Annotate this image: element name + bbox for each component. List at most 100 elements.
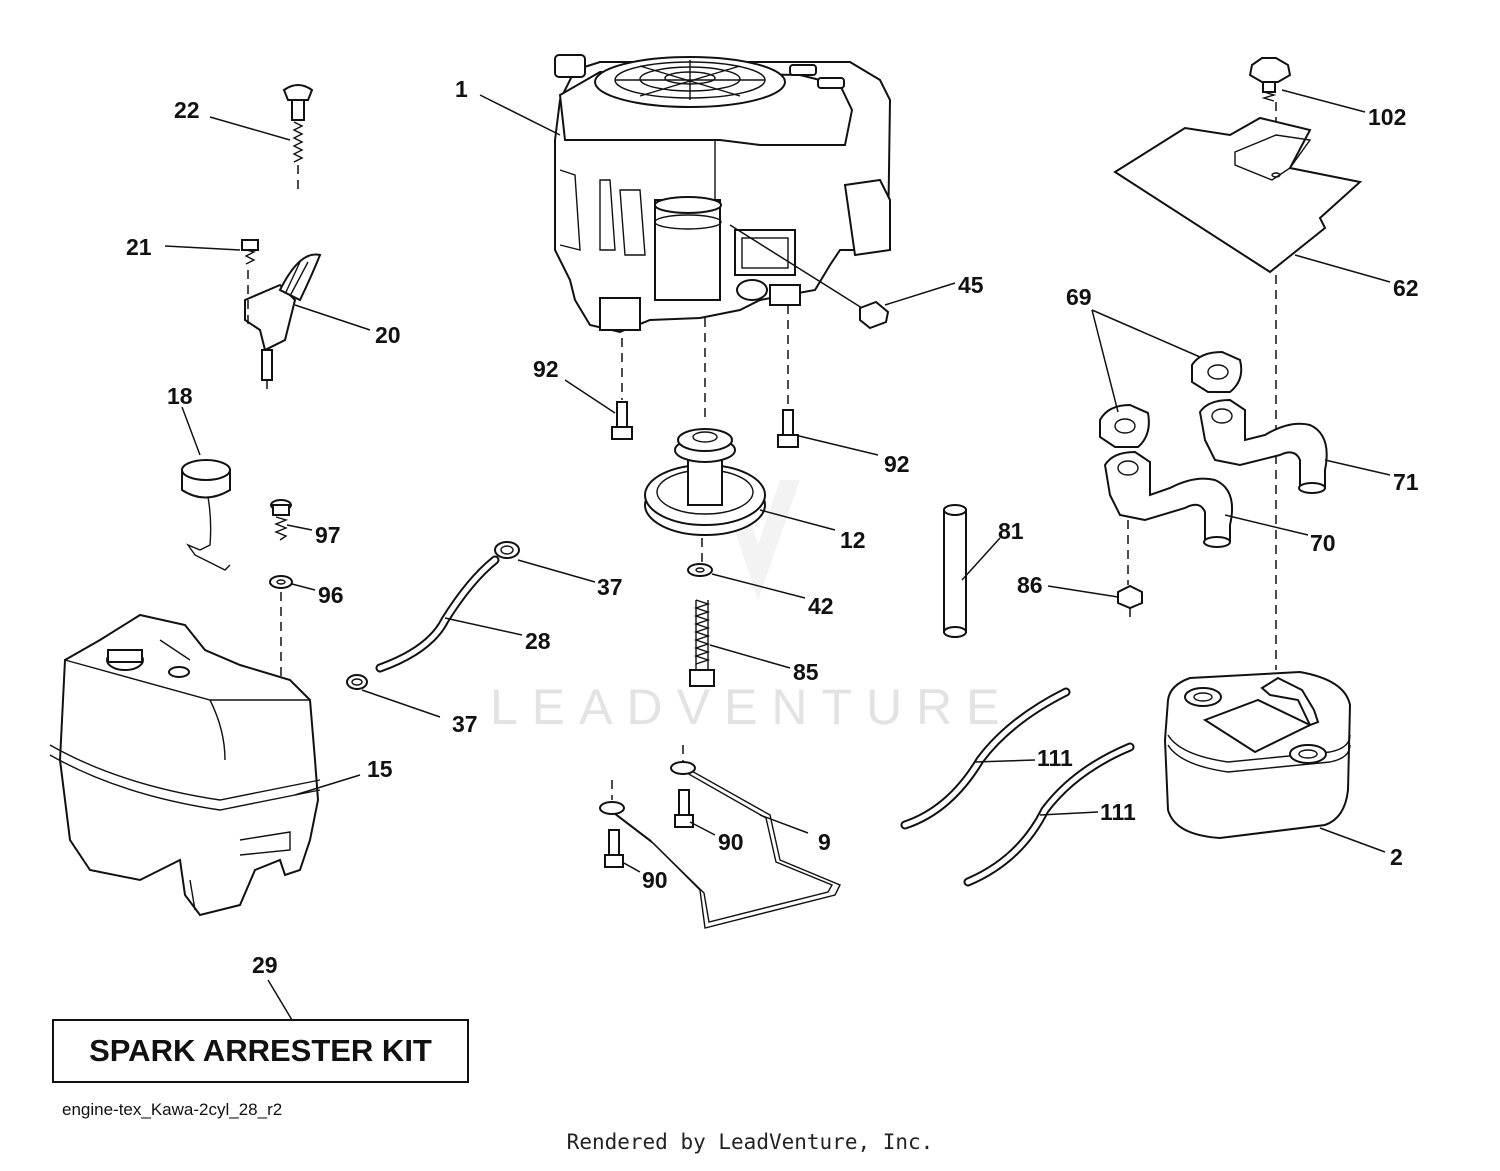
leader-37-top — [517, 559, 596, 583]
exhaust-pipe-70[interactable] — [1103, 450, 1234, 548]
callout-92-right[interactable]: 92 — [884, 451, 910, 477]
muffler-2[interactable] — [1163, 670, 1352, 840]
hose-111-lower[interactable] — [963, 742, 1135, 887]
leader-45 — [884, 282, 956, 306]
render-credit: Rendered by LeadVenture, Inc. — [566, 1130, 934, 1154]
bolt-90-right[interactable] — [674, 789, 694, 828]
nut-86[interactable] — [1117, 584, 1143, 620]
leader-37-bottom — [361, 689, 441, 718]
callout-71[interactable]: 71 — [1393, 469, 1419, 495]
diagram-id-label: engine-tex_Kawa-2cyl_28_r2 — [62, 1100, 283, 1119]
choke-knob-22[interactable] — [282, 84, 314, 190]
leader-28 — [444, 617, 523, 636]
callout-96[interactable]: 96 — [318, 582, 344, 608]
callout-29[interactable]: 29 — [252, 952, 278, 978]
callout-37-bottom[interactable]: 37 — [452, 711, 478, 737]
leader-21 — [164, 245, 241, 251]
tube-81[interactable] — [943, 504, 967, 638]
leader-85 — [709, 644, 791, 669]
leader-15 — [294, 774, 361, 796]
bolt-92-left[interactable] — [611, 401, 633, 440]
watermark-text: LEADVENTURE — [490, 679, 1014, 735]
hose-clamp-37-top[interactable] — [494, 541, 520, 559]
callout-90-left[interactable]: 90 — [642, 867, 668, 893]
callout-62[interactable]: 62 — [1393, 275, 1419, 301]
washer-42[interactable] — [687, 563, 713, 577]
leader-2 — [1319, 827, 1386, 853]
nut-45[interactable] — [859, 300, 890, 330]
fuel-cap-18[interactable] — [181, 459, 231, 571]
throttle-control-20[interactable] — [244, 253, 322, 395]
leader-111-lower — [1039, 811, 1099, 816]
callout-45[interactable]: 45 — [958, 272, 984, 298]
callout-97[interactable]: 97 — [315, 522, 341, 548]
callout-86[interactable]: 86 — [1017, 572, 1043, 598]
screw-97[interactable] — [270, 499, 292, 541]
knob-102[interactable] — [1248, 57, 1292, 102]
leader-71 — [1324, 459, 1391, 476]
callout-92-left[interactable]: 92 — [533, 356, 559, 382]
callout-22[interactable]: 22 — [174, 97, 200, 123]
leader-111-upper — [974, 759, 1036, 763]
callout-69[interactable]: 69 — [1066, 284, 1092, 310]
fuel-tank-15[interactable] — [49, 613, 321, 917]
callout-37-top[interactable]: 37 — [597, 574, 623, 600]
callout-2[interactable]: 2 — [1390, 844, 1403, 870]
bolt-21[interactable] — [241, 239, 259, 265]
leader-20 — [294, 304, 371, 331]
pulley-12[interactable] — [644, 428, 766, 536]
callout-90-right[interactable]: 90 — [718, 829, 744, 855]
spark-arrester-kit-box[interactable]: SPARK ARRESTER KIT — [52, 1019, 469, 1083]
leader-81 — [961, 537, 1001, 581]
leader-69-right — [1091, 309, 1201, 358]
fuel-line-28[interactable] — [375, 555, 500, 673]
callout-42[interactable]: 42 — [808, 593, 834, 619]
callout-21[interactable]: 21 — [126, 234, 152, 260]
leader-97 — [286, 524, 313, 531]
leader-45-dash — [729, 224, 863, 309]
leader-96 — [291, 583, 316, 591]
leader-102 — [1281, 89, 1366, 113]
hose-clamp-37-bottom[interactable] — [346, 674, 368, 690]
callout-20[interactable]: 20 — [375, 322, 401, 348]
washer-96[interactable] — [269, 575, 293, 589]
leader-9 — [759, 814, 809, 834]
callout-81[interactable]: 81 — [998, 518, 1024, 544]
leader-90-right — [689, 821, 716, 836]
bolt-90-left[interactable] — [604, 829, 624, 868]
engine-assembly[interactable] — [554, 54, 892, 334]
leader-42 — [711, 573, 806, 599]
callout-111-lower[interactable]: 111 — [1100, 799, 1136, 825]
callout-18[interactable]: 18 — [167, 383, 193, 409]
callout-70[interactable]: 70 — [1310, 530, 1336, 556]
leader-69-left — [1091, 309, 1119, 413]
bolt-92-right[interactable] — [777, 409, 799, 448]
leader-70 — [1224, 514, 1309, 536]
callout-102[interactable]: 102 — [1368, 104, 1406, 130]
callout-15[interactable]: 15 — [367, 756, 393, 782]
gasket-69-left[interactable] — [1099, 403, 1150, 448]
leader-29 — [267, 979, 293, 1021]
bolt-85[interactable] — [689, 599, 715, 687]
leader-92-right — [794, 434, 879, 456]
exhaust-pipe-71[interactable] — [1198, 398, 1328, 494]
callout-85[interactable]: 85 — [793, 659, 819, 685]
leader-86 — [1047, 585, 1119, 598]
leader-90-left — [621, 861, 641, 873]
leader-92-left — [564, 379, 616, 414]
leader-1 — [479, 94, 561, 136]
callout-12[interactable]: 12 — [840, 527, 866, 553]
bracket-9[interactable] — [599, 745, 841, 929]
leader-22 — [209, 116, 291, 141]
leader-62 — [1294, 254, 1391, 283]
callout-9[interactable]: 9 — [818, 829, 831, 855]
hose-111-upper[interactable] — [900, 687, 1071, 830]
gasket-69-right[interactable] — [1191, 350, 1243, 393]
callout-28[interactable]: 28 — [525, 628, 551, 654]
heat-shield-62[interactable] — [1113, 116, 1363, 274]
leader-12 — [759, 509, 836, 531]
callout-1[interactable]: 1 — [455, 76, 468, 102]
callout-111-upper[interactable]: 111 — [1037, 745, 1073, 771]
